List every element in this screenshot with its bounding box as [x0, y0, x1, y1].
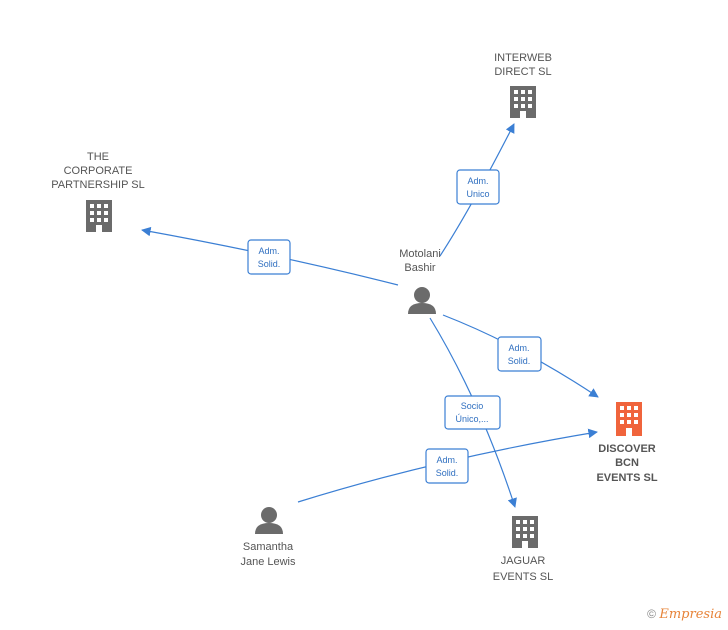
edge-label-line: Socio: [461, 401, 484, 411]
node-discover[interactable]: DISCOVER BCN EVENTS SL: [596, 402, 658, 484]
node-label-line: Jane Lewis: [240, 556, 296, 568]
brand-logo-text[interactable]: Empresia: [659, 607, 722, 622]
edge-label-line: Adm.: [436, 455, 457, 465]
edge-label-line: Solid.: [258, 259, 281, 269]
edge-motolani-corporate[interactable]: Adm. Solid.: [141, 226, 399, 286]
edge-label-line: Adm.: [467, 176, 488, 186]
edge-motolani-jaguar[interactable]: Socio Único,...: [429, 317, 517, 508]
copyright-icon: ©: [647, 607, 657, 621]
node-interweb[interactable]: INTERWEB DIRECT SL: [494, 52, 552, 118]
node-label-line: THE: [87, 151, 109, 163]
node-label-line: Samantha: [243, 541, 294, 553]
edge-label-line: Solid.: [436, 468, 459, 478]
node-label-line: DISCOVER: [598, 443, 656, 455]
building-icon: [86, 200, 112, 232]
node-label-line: DIRECT SL: [494, 66, 551, 78]
building-icon: [616, 402, 642, 436]
node-label-line: CORPORATE: [64, 165, 133, 177]
node-label-line: Bashir: [404, 262, 436, 274]
node-label-line: JAGUAR: [501, 555, 546, 567]
edge-label-line: Adm.: [258, 246, 279, 256]
person-icon: [408, 287, 436, 314]
edge-label-line: Adm.: [508, 343, 529, 353]
node-label-line: Motolani: [399, 248, 441, 260]
edge-label-line: Unico: [466, 189, 489, 199]
edge-label-line: Solid.: [508, 356, 531, 366]
node-motolani[interactable]: Motolani Bashir: [399, 248, 441, 314]
node-label-line: BCN: [615, 457, 639, 469]
building-icon: [510, 86, 536, 118]
edge-label-line: Único,...: [455, 414, 488, 424]
edge-motolani-interweb[interactable]: Adm. Unico: [439, 123, 515, 257]
node-samantha[interactable]: Samantha Jane Lewis: [240, 507, 296, 568]
person-icon: [255, 507, 283, 534]
node-jaguar[interactable]: JAGUAR EVENTS SL: [493, 516, 554, 583]
node-label-line: PARTNERSHIP SL: [51, 179, 145, 191]
node-corporate[interactable]: THE CORPORATE PARTNERSHIP SL: [51, 151, 145, 232]
node-label-line: EVENTS SL: [596, 472, 657, 484]
footer-brand: © Empresia: [647, 607, 722, 622]
edge-samantha-discover[interactable]: Adm. Solid.: [297, 428, 598, 503]
node-label-line: EVENTS SL: [493, 571, 554, 583]
edge-motolani-discover[interactable]: Adm. Solid.: [442, 314, 599, 398]
building-icon: [512, 516, 538, 548]
node-label-line: INTERWEB: [494, 52, 552, 64]
